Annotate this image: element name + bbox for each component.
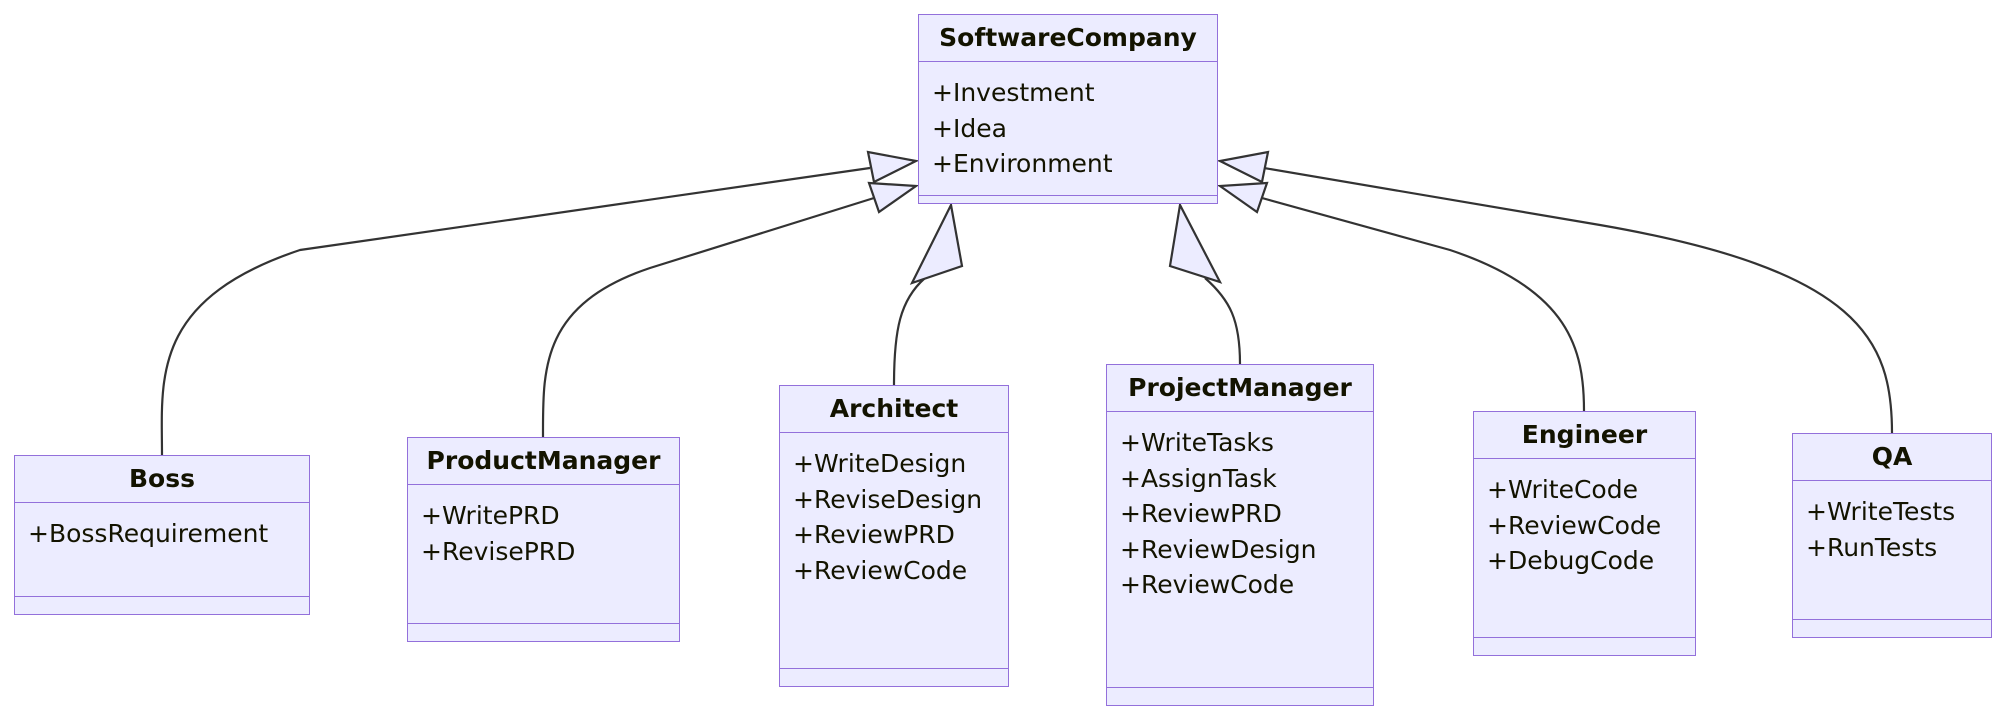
class-attribute: +ReviseDesign	[793, 484, 983, 514]
class-methods-productmanager	[408, 624, 679, 641]
class-attribute: +ReviewPRD	[793, 520, 955, 549]
class-attribute: +ReviewPRD	[1120, 499, 1282, 528]
class-attribute: +WriteTasks	[1120, 428, 1274, 457]
class-node-architect[interactable]: Architect +WriteDesign +ReviseDesign +Re…	[779, 385, 1009, 687]
class-node-engineer[interactable]: Engineer +WriteCode +ReviewCode +DebugCo…	[1473, 411, 1696, 656]
class-title-engineer: Engineer	[1474, 412, 1695, 459]
class-attributes-qa: +WriteTests +RunTests	[1793, 481, 1991, 620]
class-methods-engineer	[1474, 638, 1695, 655]
class-attributes-productmanager: +WritePRD +RevisePRD	[408, 485, 679, 624]
arrowhead-qa	[1216, 150, 1270, 184]
class-attribute: +WritePRD	[421, 501, 560, 530]
class-attribute: +RevisePRD	[421, 536, 576, 566]
class-attribute: +AssignTask	[1120, 463, 1277, 493]
class-attribute: +ReviewCode	[793, 555, 968, 585]
class-methods-projectmanager	[1107, 688, 1373, 705]
class-methods-qa	[1793, 620, 1991, 637]
class-methods-architect	[780, 669, 1008, 686]
class-node-productmanager[interactable]: ProductManager +WritePRD +RevisePRD	[407, 437, 680, 642]
class-node-softwarecompany[interactable]: SoftwareCompany +Investment +Idea +Envir…	[918, 14, 1218, 204]
class-title-productmanager: ProductManager	[408, 438, 679, 485]
class-attribute: +ReviewCode	[1120, 570, 1295, 599]
arrowhead-boss	[866, 150, 920, 184]
class-title-projectmanager: ProjectManager	[1107, 365, 1373, 412]
class-attribute: +Idea	[932, 113, 1007, 143]
class-attribute: +Environment	[932, 149, 1113, 178]
class-node-boss[interactable]: Boss +BossRequirement	[14, 455, 310, 615]
class-methods-softwarecompany	[919, 196, 1217, 213]
class-attributes-softwarecompany: +Investment +Idea +Environment	[919, 62, 1217, 196]
edge-boss-to-softwarecompany	[160, 166, 871, 456]
class-attribute: +Investment	[932, 78, 1095, 107]
class-title-boss: Boss	[15, 456, 309, 503]
class-attributes-boss: +BossRequirement	[15, 503, 309, 597]
class-attributes-projectmanager: +WriteTasks +AssignTask +ReviewPRD +Revi…	[1107, 412, 1373, 688]
class-attribute: +BossRequirement	[28, 519, 269, 548]
class-node-projectmanager[interactable]: ProjectManager +WriteTasks +AssignTask +…	[1106, 364, 1374, 706]
class-node-qa[interactable]: QA +WriteTests +RunTests	[1792, 433, 1992, 638]
arrowhead-engineer	[1216, 181, 1269, 214]
class-methods-boss	[15, 597, 309, 614]
class-attribute: +WriteCode	[1487, 475, 1638, 504]
class-attributes-architect: +WriteDesign +ReviseDesign +ReviewPRD +R…	[780, 433, 1008, 669]
edge-architect-to-softwarecompany	[892, 277, 926, 386]
class-attribute: +WriteDesign	[793, 449, 967, 478]
class-attributes-engineer: +WriteCode +ReviewCode +DebugCode	[1474, 459, 1695, 638]
class-attribute: +DebugCode	[1487, 546, 1655, 575]
class-title-architect: Architect	[780, 386, 1008, 433]
arrowhead-projectmanager	[1168, 201, 1223, 284]
class-title-softwarecompany: SoftwareCompany	[919, 15, 1217, 62]
arrowhead-productmanager	[867, 181, 920, 214]
class-attribute: +ReviewDesign	[1120, 534, 1317, 564]
class-attribute: +RunTests	[1806, 532, 1938, 562]
edge-projectmanager-to-softwarecompany	[1204, 277, 1242, 365]
class-attribute: +WriteTests	[1806, 497, 1956, 526]
class-title-qa: QA	[1793, 434, 1991, 481]
arrowhead-architect	[909, 201, 964, 285]
class-attribute: +ReviewCode	[1487, 510, 1662, 540]
